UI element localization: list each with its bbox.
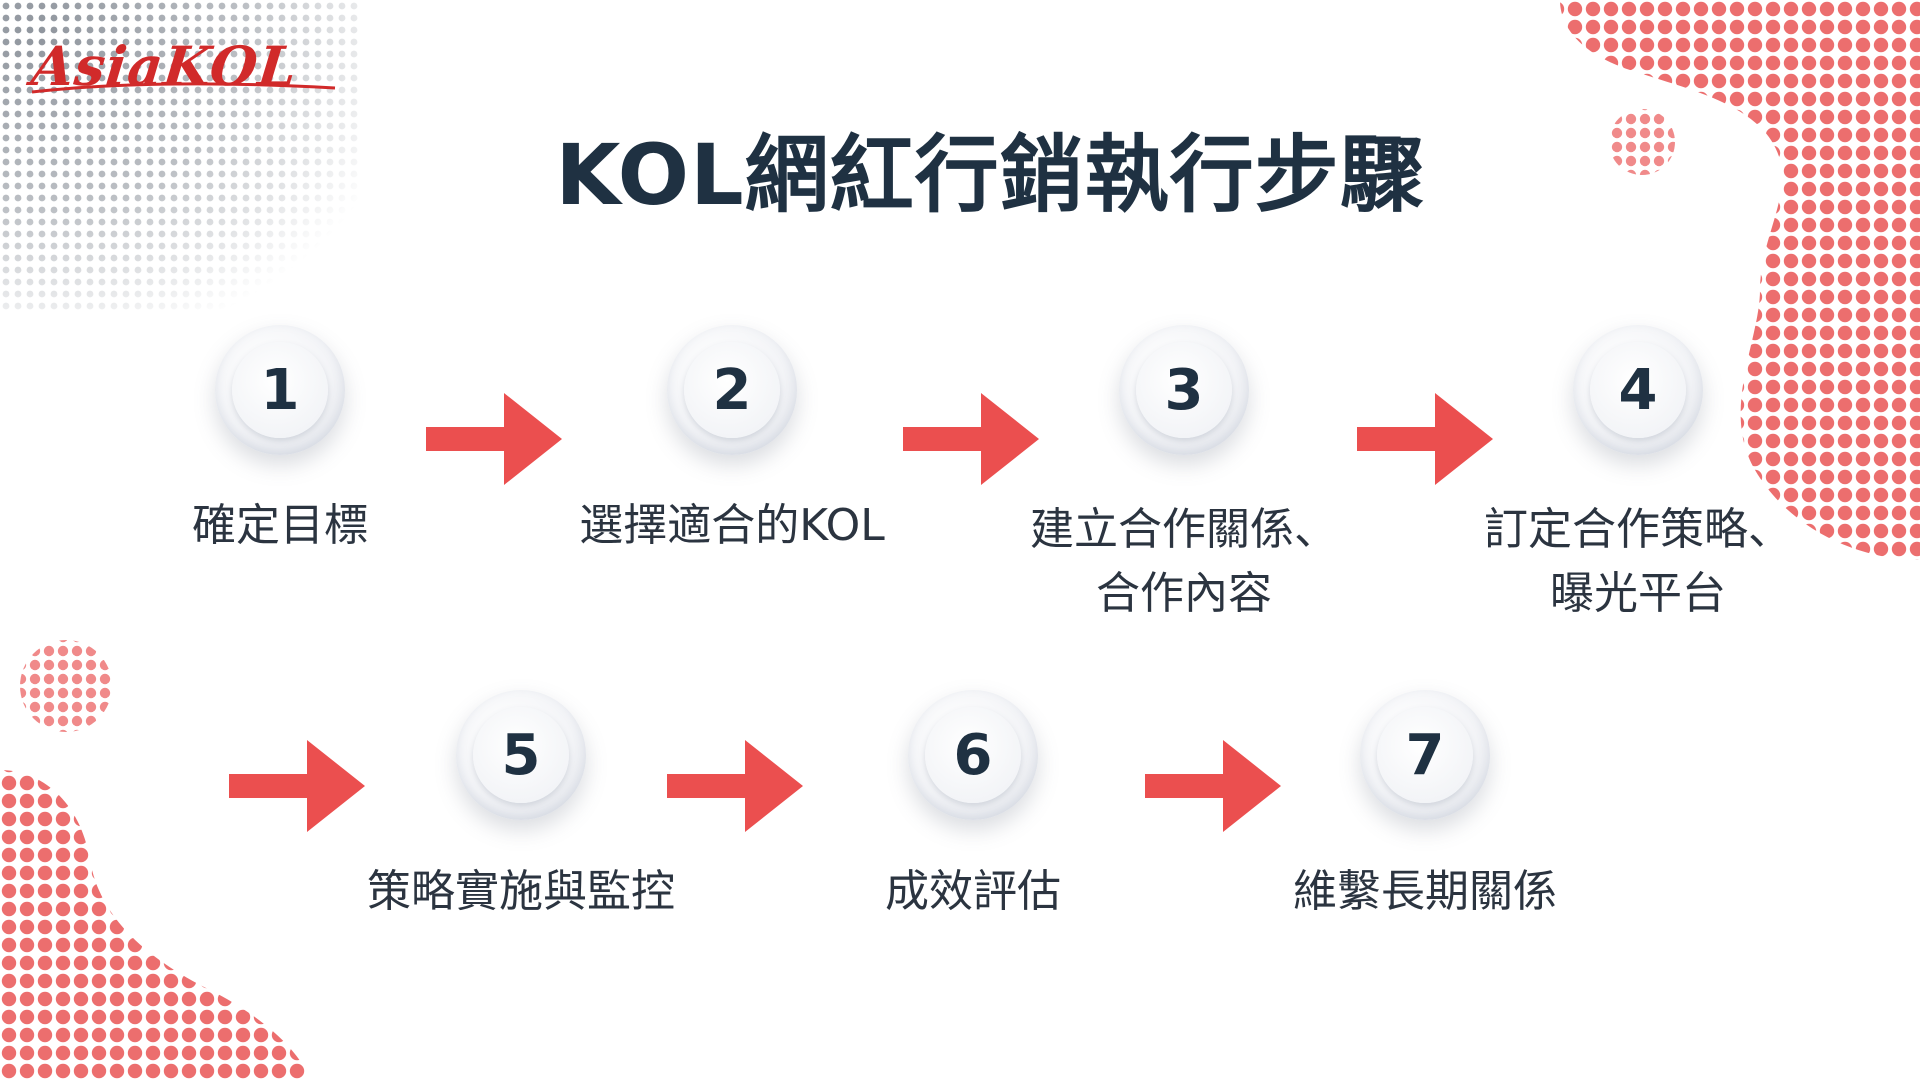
arrow-step-6-to-7 xyxy=(1145,740,1281,832)
page-title: KOL網紅行銷執行步驟 xyxy=(555,126,1425,224)
arrow-into-step-5 xyxy=(229,740,365,832)
step-number-7: 7 xyxy=(1377,707,1473,803)
step-label-3-line-2: 合作內容 xyxy=(1096,568,1272,619)
gray-halftone-decoration xyxy=(0,0,360,310)
step-number-2: 2 xyxy=(684,342,780,438)
step-label-5-line-1: 策略實施與監控 xyxy=(367,866,675,917)
step-circle-5: 5 xyxy=(456,690,586,820)
step-label-4-line-2: 曝光平台 xyxy=(1550,568,1726,619)
red-dot-circle-small xyxy=(1609,109,1675,175)
step-circle-7: 7 xyxy=(1360,690,1490,820)
step-label-7: 維繫長期關係 xyxy=(1235,860,1615,924)
red-dot-blob-top-right xyxy=(1560,0,1920,560)
step-label-4: 訂定合作策略、 曝光平台 xyxy=(1448,498,1828,626)
step-number-1: 1 xyxy=(232,342,328,438)
red-dot-circle-left xyxy=(20,640,112,732)
step-circle-1: 1 xyxy=(215,325,345,455)
step-label-1-line-1: 確定目標 xyxy=(192,500,368,551)
step-circle-3: 3 xyxy=(1119,325,1249,455)
step-label-3: 建立合作關係、 合作內容 xyxy=(994,498,1374,626)
step-number-5: 5 xyxy=(473,707,569,803)
arrow-step-1-to-2 xyxy=(426,393,562,485)
step-label-4-line-1: 訂定合作策略、 xyxy=(1484,504,1792,555)
step-label-7-line-1: 維繫長期關係 xyxy=(1293,866,1557,917)
step-label-3-line-1: 建立合作關係、 xyxy=(1030,504,1338,555)
step-circle-6: 6 xyxy=(908,690,1038,820)
arrow-step-5-to-6 xyxy=(667,740,803,832)
step-number-6: 6 xyxy=(925,707,1021,803)
step-label-2: 選擇適合的KOL xyxy=(542,494,922,558)
arrow-step-2-to-3 xyxy=(903,393,1039,485)
step-circle-2: 2 xyxy=(667,325,797,455)
step-label-6: 成效評估 xyxy=(783,860,1163,924)
step-label-1: 確定目標 xyxy=(90,494,470,558)
arrow-step-3-to-4 xyxy=(1357,393,1493,485)
step-number-3: 3 xyxy=(1136,342,1232,438)
step-circle-4: 4 xyxy=(1573,325,1703,455)
red-dot-blob-bottom-left xyxy=(0,770,310,1080)
step-label-6-line-1: 成效評估 xyxy=(885,866,1061,917)
step-label-2-line-1: 選擇適合的KOL xyxy=(579,500,885,551)
step-label-5: 策略實施與監控 xyxy=(331,860,711,924)
logo-swoosh xyxy=(31,82,336,94)
step-number-4: 4 xyxy=(1590,342,1686,438)
